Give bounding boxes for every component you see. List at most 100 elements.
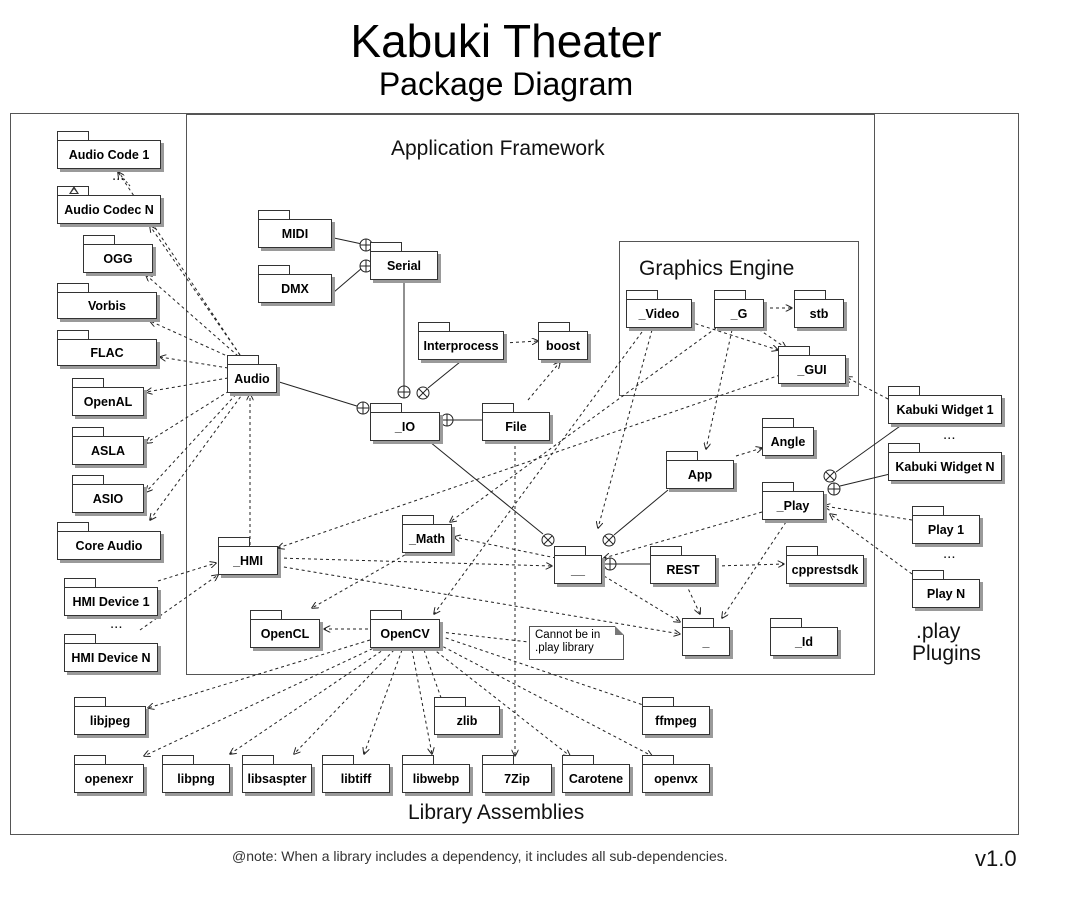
dep-app-angle [735, 448, 762, 457]
nest-circle-app-root [602, 533, 616, 547]
package-ffmpeg[interactable]: ffmpeg [642, 697, 710, 735]
dep-opencv-zlib [423, 649, 444, 706]
package-audio-codec-n[interactable]: Audio Codec N [57, 186, 161, 224]
package-play[interactable]: _Play [762, 482, 824, 520]
dep-play1-play [824, 506, 913, 521]
package-cpprestsdk[interactable]: cpprestsdk [786, 546, 864, 584]
package-gui[interactable]: _GUI [778, 346, 846, 384]
package-serial[interactable]: Serial [370, 242, 438, 280]
package-play-1[interactable]: Play 1 [912, 506, 980, 544]
package-math[interactable]: _Math [402, 515, 452, 553]
package-angle[interactable]: Angle [762, 418, 814, 456]
package-openal[interactable]: OpenAL [72, 378, 144, 416]
nest-io-root [429, 441, 544, 535]
package-hmi-device-1[interactable]: HMI Device 1 [64, 578, 158, 616]
dep-g-math [450, 327, 717, 522]
note-cannot-be-in-play-library: Cannot be in .play library [529, 626, 624, 660]
note-fold [615, 626, 624, 635]
package-openvx[interactable]: openvx [642, 755, 710, 793]
package-libsaspter[interactable]: libsaspter [242, 755, 312, 793]
dep-audio-audiocode1 [118, 172, 241, 356]
package-app[interactable]: App [666, 451, 734, 489]
dep-opencv-openvx [437, 643, 652, 756]
dep-opencv-libtiff [364, 649, 403, 754]
dep-opencv-libsaspter [294, 649, 395, 754]
package-audio[interactable]: Audio [227, 355, 277, 393]
graphics-engine-label: Graphics Engine [639, 257, 795, 280]
dep-audio-asio [146, 389, 241, 492]
package-opencv[interactable]: OpenCV [370, 610, 440, 648]
dep-audio-coreaudio [150, 391, 245, 520]
dep-opencv-carotene [431, 647, 570, 756]
dep-playn-play [830, 514, 913, 575]
nest-widgetn-play [839, 473, 891, 487]
package-opencl[interactable]: OpenCL [250, 610, 320, 648]
package-video[interactable]: _Video [626, 290, 692, 328]
dep-root-underscore [603, 575, 680, 622]
package-play-n[interactable]: Play N [912, 570, 980, 608]
package-zlib[interactable]: zlib [434, 697, 500, 735]
package-stb[interactable]: stb [794, 290, 844, 328]
package-root-single[interactable]: _ [682, 618, 730, 656]
package-kabuki-widget-1[interactable]: Kabuki Widget 1 [888, 386, 1002, 424]
package-carotene[interactable]: Carotene [562, 755, 630, 793]
package-ogg[interactable]: OGG [83, 235, 153, 273]
ellipsis-hmi-devices: ... [110, 615, 123, 632]
play-plugins-label-line2: Plugins [912, 642, 981, 665]
package-core-audio[interactable]: Core Audio [57, 522, 161, 560]
package-asla[interactable]: ASLA [72, 427, 144, 465]
package-dmx[interactable]: DMX [258, 265, 332, 303]
dep-audio-flac [160, 357, 229, 369]
package-libtiff[interactable]: libtiff [322, 755, 390, 793]
diagram-title: Kabuki Theater [350, 15, 662, 67]
package-rest[interactable]: REST [650, 546, 716, 584]
footnote: @note: When a library includes a depende… [232, 848, 728, 864]
package-audio-code-1[interactable]: Audio Code 1 [57, 131, 161, 169]
dep-play-underscore [722, 521, 787, 618]
package-io[interactable]: _IO [370, 403, 440, 441]
dep-audio-ogg [146, 275, 239, 357]
package-asio[interactable]: ASIO [72, 475, 144, 513]
package-kabuki-widget-n[interactable]: Kabuki Widget N [888, 443, 1002, 481]
dep-audio-audiocodecn [150, 226, 241, 356]
ellipsis-audio-codecs: ... [112, 167, 125, 184]
ellipsis-plugins: ... [943, 545, 956, 562]
dep-file-boost [527, 362, 560, 401]
dep-hmi-root [277, 557, 552, 566]
version-label: v1.0 [975, 846, 1017, 871]
ellipsis-link-audio [117, 171, 131, 187]
nest-circle-interprocess [416, 386, 430, 400]
nest-midi-serial [333, 237, 363, 245]
package-g[interactable]: _G [714, 290, 764, 328]
nest-app-root [613, 489, 669, 536]
package-libjpeg[interactable]: libjpeg [74, 697, 146, 735]
package-7zip[interactable]: 7Zip [482, 755, 552, 793]
dep-root-math [454, 537, 557, 559]
dep-rest-cpprestsdk [715, 564, 784, 566]
dep-audio-vorbis [150, 321, 237, 361]
dep-opencv-openexr [144, 645, 379, 756]
package-libpng[interactable]: libpng [162, 755, 230, 793]
package-libwebp[interactable]: libwebp [402, 755, 470, 793]
nest-dmx-serial [333, 267, 363, 293]
package-interprocess[interactable]: Interprocess [418, 322, 504, 360]
package-hmi[interactable]: _HMI [218, 537, 278, 575]
package-openexr[interactable]: openexr [74, 755, 144, 793]
dep-hmidevicen-hmi [139, 575, 218, 631]
dep-rest-underscore [685, 583, 700, 614]
note-line1: Cannot be in [535, 629, 601, 641]
package-file[interactable]: File [482, 403, 550, 441]
package-id[interactable]: _Id [770, 618, 838, 656]
nest-audio-io [275, 380, 361, 408]
package-flac[interactable]: FLAC [57, 330, 157, 366]
nest-circle-audio [356, 401, 370, 415]
package-vorbis[interactable]: Vorbis [57, 283, 157, 319]
package-hmi-device-n[interactable]: HMI Device N [64, 634, 158, 672]
nest-circle-widgetn [827, 482, 841, 496]
nest-circle-widget1 [823, 469, 837, 483]
package-root-double[interactable]: __ [554, 546, 602, 584]
dep-hmi-underscore [277, 565, 680, 634]
package-boost[interactable]: boost [538, 322, 588, 360]
package-midi[interactable]: MIDI [258, 210, 332, 248]
